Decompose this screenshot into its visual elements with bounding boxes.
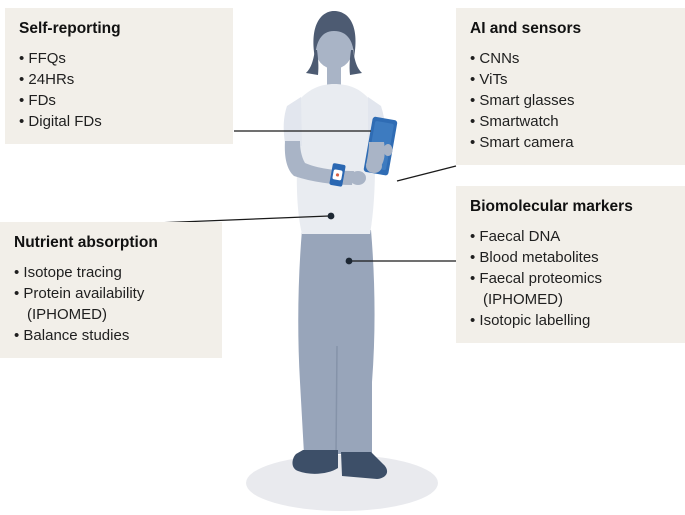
panel-ai-sensors-list: CNNs ViTs Smart glasses Smartwatch Smart… [470, 48, 671, 153]
person-hair-left [306, 50, 319, 75]
panel-ai-sensors: AI and sensors CNNs ViTs Smart glasses S… [456, 8, 685, 165]
list-item: Faecal proteomics (IPHOMED) [470, 268, 671, 310]
list-item: Smartwatch [470, 111, 671, 132]
panel-ai-sensors-title: AI and sensors [470, 20, 582, 37]
person-sleeve-left [283, 97, 302, 146]
person-shoe-right [341, 452, 388, 479]
list-item: FDs [19, 90, 219, 111]
panel-biomolecular-markers-title: Biomolecular markers [470, 198, 633, 215]
panel-biomolecular-markers-list: Faecal DNA Blood metabolites Faecal prot… [470, 226, 671, 331]
list-item: ViTs [470, 69, 671, 90]
person-figure [283, 11, 398, 479]
connector-nutrient-absorption [154, 215, 330, 224]
person-pants [298, 230, 375, 454]
person-head [315, 27, 353, 69]
person-hand-right [366, 159, 382, 173]
marker-dot-nutrient [327, 212, 335, 220]
panel-self-reporting: Self-reporting FFQs 24HRs FDs Digital FD… [5, 8, 233, 144]
list-item: CNNs [470, 48, 671, 69]
panel-self-reporting-list: FFQs 24HRs FDs Digital FDs [19, 48, 219, 132]
list-item: Faecal DNA [470, 226, 671, 247]
panel-nutrient-absorption-list: Isotope tracing Protein availability (IP… [14, 262, 208, 346]
list-item: Smart camera [470, 132, 671, 153]
connector-lines [154, 130, 457, 262]
marker-dot-biomolecular [345, 257, 353, 265]
person-hair [313, 11, 356, 58]
list-item: 24HRs [19, 69, 219, 90]
connector-ai-sensors [396, 165, 457, 182]
list-item: Digital FDs [19, 111, 219, 132]
panel-nutrient-absorption: Nutrient absorption Isotope tracing Prot… [0, 222, 222, 358]
person-shoe-left [292, 450, 338, 474]
list-item: Smart glasses [470, 90, 671, 111]
list-item: Protein availability (IPHOMED) [14, 283, 208, 325]
panel-nutrient-absorption-title: Nutrient absorption [14, 234, 158, 251]
panel-biomolecular-markers: Biomolecular markers Faecal DNA Blood me… [456, 186, 685, 343]
floor-shadow [246, 455, 438, 511]
list-item: Balance studies [14, 325, 208, 346]
leg-divide-line [335, 345, 338, 455]
person-shirt [296, 84, 375, 234]
list-item: Blood metabolites [470, 247, 671, 268]
list-item: FFQs [19, 48, 219, 69]
person-hair-right [349, 50, 362, 75]
person-hand-left [350, 171, 366, 185]
list-item: Isotope tracing [14, 262, 208, 283]
person-thumb-right [383, 144, 393, 156]
smartwatch [329, 163, 346, 187]
list-item: Isotopic labelling [470, 310, 671, 331]
panel-self-reporting-title: Self-reporting [19, 20, 121, 37]
